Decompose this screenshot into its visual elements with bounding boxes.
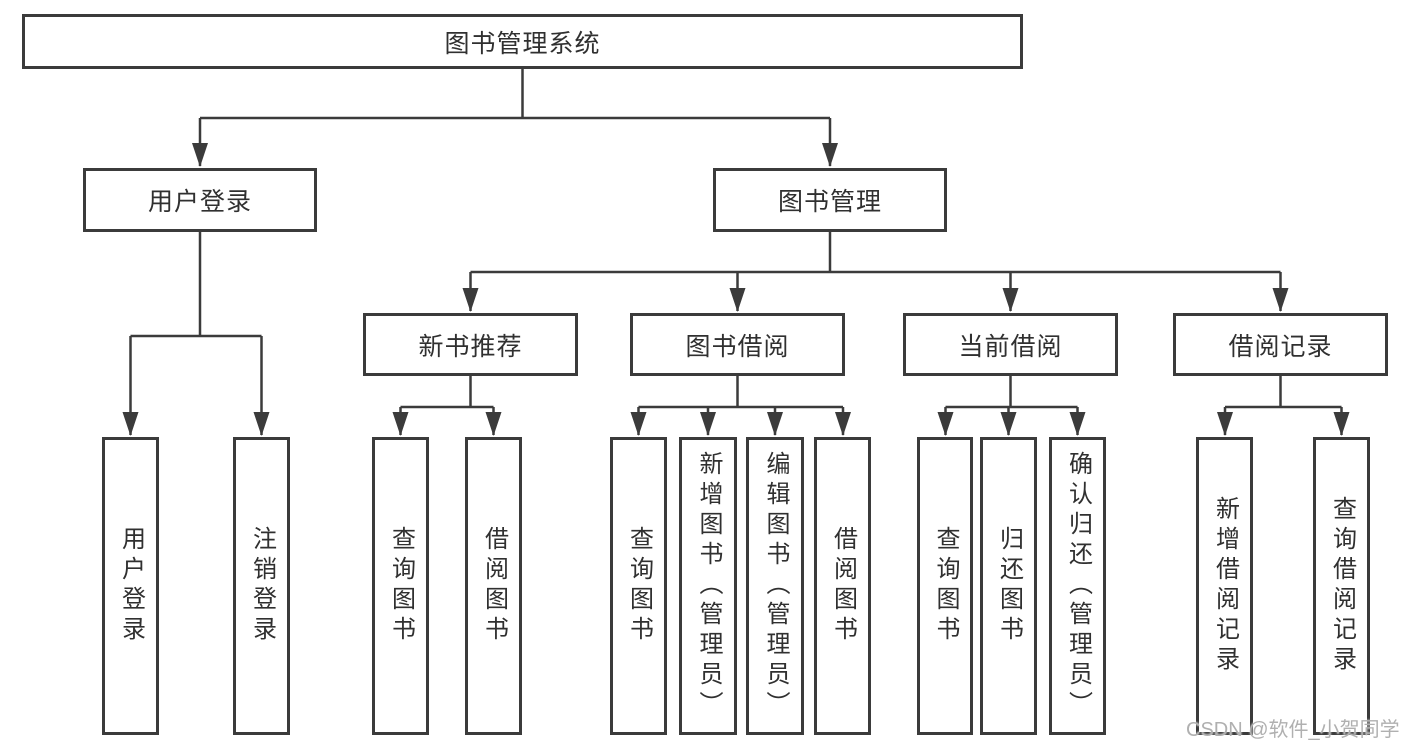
- node-label: 查询借阅记录: [1328, 496, 1356, 676]
- node-label: 确认归还（管理员）: [1064, 451, 1092, 721]
- node-label: 新书推荐: [418, 332, 523, 361]
- leaf-add-books-admin: 新增图书（管理员）: [679, 437, 737, 735]
- node-label: 查询图书: [387, 526, 415, 646]
- node-user-login: 用户登录: [83, 168, 317, 232]
- connector-current-group: [937, 376, 1086, 436]
- connector-root-to-level1: [192, 69, 838, 167]
- node-label: 归还图书: [995, 526, 1023, 646]
- node-label: 借阅图书: [480, 526, 508, 646]
- leaf-return-books: 归还图书: [980, 437, 1037, 735]
- node-label: 借阅记录: [1228, 332, 1333, 361]
- leaf-borrow-books: 借阅图书: [814, 437, 871, 735]
- node-new-book-recommend: 新书推荐: [363, 313, 578, 376]
- node-label: 查询图书: [625, 526, 653, 646]
- node-label: 借阅图书: [829, 526, 857, 646]
- node-label: 编辑图书（管理员）: [762, 451, 789, 721]
- leaf-query-books-borrow: 查询图书: [610, 437, 667, 735]
- connector-userlogin-group: [122, 232, 270, 436]
- leaf-query-books-recommend: 查询图书: [372, 437, 429, 735]
- leaf-borrow-books-recommend: 借阅图书: [465, 437, 522, 735]
- csdn-watermark: CSDN @软件_小贺同学: [1186, 719, 1400, 741]
- node-label: 图书管理系统: [444, 29, 601, 58]
- node-book-management: 图书管理: [713, 168, 947, 232]
- node-label: 图书借阅: [685, 332, 790, 361]
- leaf-user-login: 用户登录: [102, 437, 159, 735]
- node-label: 用户登录: [117, 526, 145, 646]
- connector-borrowing-group: [630, 376, 851, 436]
- connector-bookmgmt-to-level2: [462, 232, 1289, 312]
- node-borrowing-records: 借阅记录: [1173, 313, 1388, 376]
- connector-records-group: [1217, 376, 1350, 436]
- leaf-query-books-current: 查询图书: [917, 437, 973, 735]
- node-label: 用户登录: [147, 188, 252, 216]
- node-label: 新增图书（管理员）: [695, 451, 722, 721]
- node-current-borrowing: 当前借阅: [903, 313, 1118, 376]
- leaf-add-borrow-record: 新增借阅记录: [1196, 437, 1253, 735]
- leaf-logout: 注销登录: [233, 437, 290, 735]
- leaf-confirm-return-admin: 确认归还（管理员）: [1049, 437, 1106, 735]
- leaf-query-borrow-record: 查询借阅记录: [1313, 437, 1370, 735]
- node-label: 查询图书: [932, 526, 959, 646]
- node-label: 新增借阅记录: [1211, 496, 1239, 676]
- node-label: 图书管理: [777, 188, 882, 216]
- node-library-management-system: 图书管理系统: [22, 14, 1023, 69]
- node-book-borrowing: 图书借阅: [630, 313, 845, 376]
- connector-newbook-group: [392, 376, 502, 436]
- leaf-edit-books-admin: 编辑图书（管理员）: [746, 437, 804, 735]
- node-label: 注销登录: [248, 526, 276, 646]
- node-label: 当前借阅: [958, 332, 1063, 361]
